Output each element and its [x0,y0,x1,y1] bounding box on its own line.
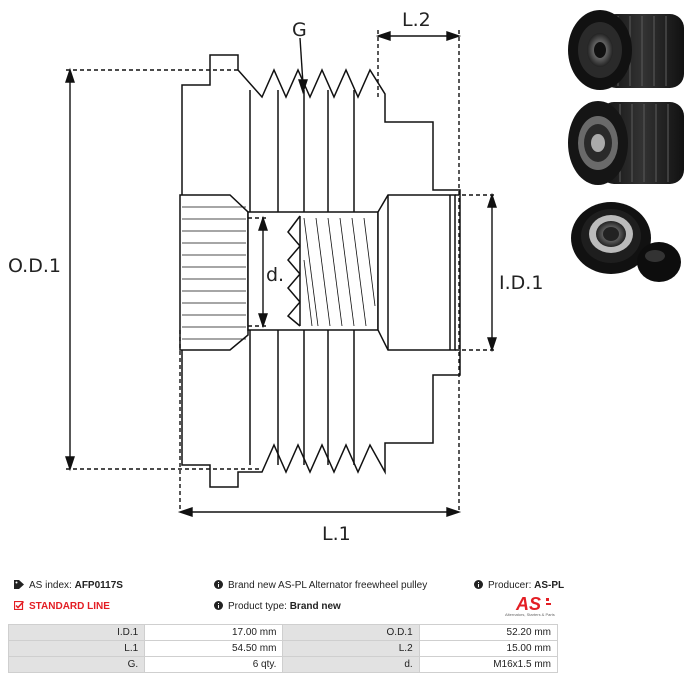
thread-section [286,215,301,327]
spec-key: G. [7,656,146,673]
as-index: AS index: AFP0117S [14,580,123,592]
as-logo: AS [515,594,551,614]
bearing-cup [377,194,456,351]
producer-label: Producer: [488,580,532,591]
spline-hub [179,194,249,351]
pulley-photo-2 [568,101,684,185]
logo-tagline: Alternators, Starters & Parts [505,612,555,617]
pulley-outline [181,54,461,488]
label-g: G [292,19,307,41]
label-l2: L.2 [402,9,431,31]
spec-key: d. [282,656,420,673]
pulley-photo-1 [568,10,684,90]
spec-key: O.D.1 [282,624,420,641]
as-index-label: AS index: [29,580,72,591]
product-photos [568,10,684,282]
spec-value: 6 qty. [144,656,284,673]
info-icon [214,601,223,613]
standard-line: STANDARD LINE [13,600,110,613]
product-type-value: Brand new [289,601,341,612]
spec-value: 52.20 mm [418,624,559,641]
spec-value: M16x1.5 mm [418,656,559,673]
spec-key: L.2 [282,640,420,657]
producer-value: AS-PL [534,580,565,591]
info-icon [474,580,483,592]
spec-row: G.6 qty.d.M16x1.5 mm [7,656,559,673]
spec-key: L.1 [7,640,146,657]
label-d: d. [266,264,284,286]
info-icon [214,580,223,592]
tag-icon [14,580,24,592]
spec-value: 15.00 mm [418,640,559,657]
technical-drawing: G L.2 O.D.1 I.D.1 d. L.1 [8,9,543,545]
svg-text:AS: AS [515,594,541,614]
label-od1: O.D.1 [8,255,61,277]
dust-cap-photo [637,242,681,282]
product-type-label: Product type: [228,601,287,612]
spec-key: I.D.1 [7,624,146,641]
description-text: Brand new AS-PL Alternator freewheel pul… [228,580,428,591]
spec-value: 17.00 mm [144,624,284,641]
product-type: Product type: Brand new [214,601,341,613]
spec-value: 54.50 mm [144,640,284,657]
producer: Producer: AS-PL [474,580,564,592]
standard-line-label: STANDARD LINE [29,601,110,612]
as-index-value: AFP0117S [74,580,123,591]
pulley-photo-3 [571,202,651,274]
description: Brand new AS-PL Alternator freewheel pul… [214,580,427,592]
label-l1: L.1 [322,523,351,545]
check-square-icon [13,600,25,613]
label-id1: I.D.1 [499,272,543,294]
